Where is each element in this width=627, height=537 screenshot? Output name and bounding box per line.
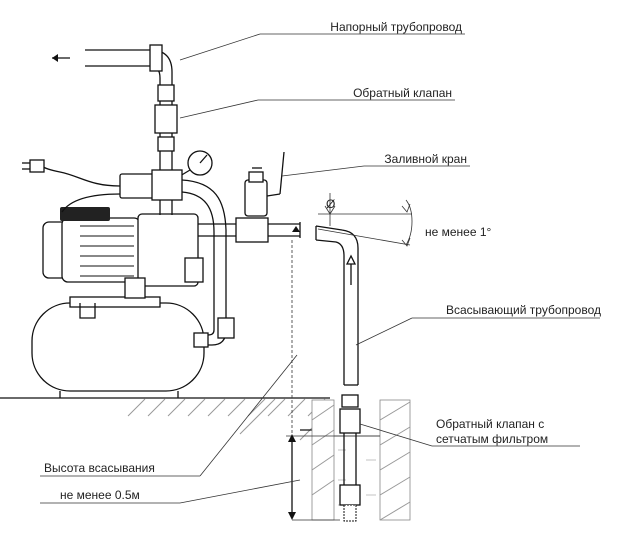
label-suction-pipeline: Всасывающий трубопровод xyxy=(446,303,601,317)
label-suction-height: Высота всасывания xyxy=(44,461,155,475)
fill-tap xyxy=(244,151,285,217)
pump-motor xyxy=(42,207,204,299)
label-check-valve-filter-line2: сетчатым фильтром xyxy=(436,432,548,446)
pressure-tank xyxy=(31,296,205,398)
leader-lines xyxy=(40,33,600,504)
suction-pipeline xyxy=(315,225,361,522)
label-slope: не менее 1° xyxy=(425,225,492,239)
pressure-switch xyxy=(22,159,157,213)
tank-hose xyxy=(181,179,235,348)
suction-inlet-pipe xyxy=(198,217,301,243)
slope-dimension xyxy=(292,193,413,247)
label-check-valve-filter-line1: Обратный клапан с xyxy=(436,417,544,431)
label-pressure-pipeline: Напорный трубопровод xyxy=(330,20,462,34)
label-check-valve: Обратный клапан xyxy=(353,86,452,100)
suction-height-dimension xyxy=(286,240,340,521)
pressure-gauge xyxy=(179,150,213,177)
label-fill-tap: Заливной кран xyxy=(384,152,467,166)
label-min-depth: не менее 0.5м xyxy=(60,488,140,502)
pressure-pipeline xyxy=(52,44,183,215)
ground-hatching xyxy=(0,397,411,521)
label-diameter: Ø xyxy=(326,197,335,211)
